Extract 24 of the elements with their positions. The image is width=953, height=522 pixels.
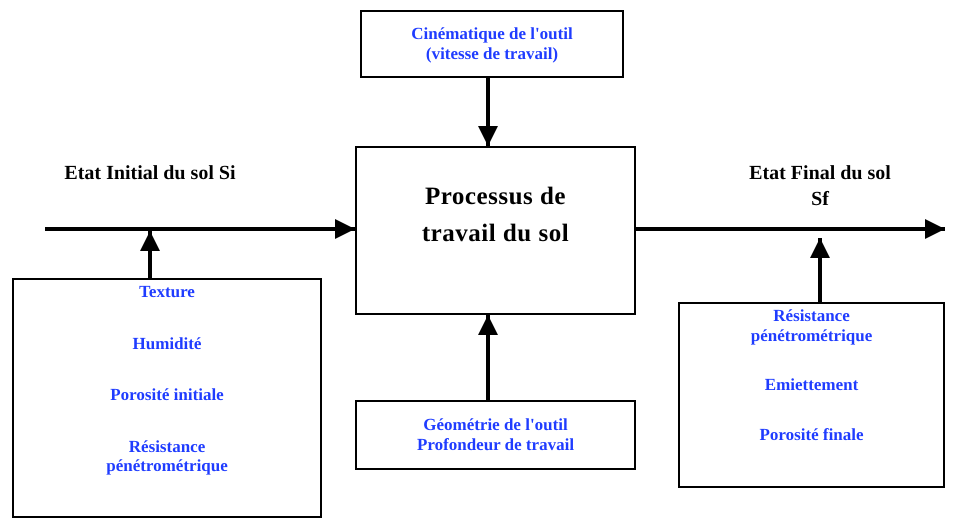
parameter-box <box>360 10 624 78</box>
parameter-text: Humidité <box>132 334 202 354</box>
parameter-text: Emiettement <box>764 375 858 395</box>
parameter-text: Résistance pénétrométrique <box>105 436 229 476</box>
arrow <box>810 238 830 302</box>
parameter-box <box>355 400 636 470</box>
process-box <box>355 146 636 315</box>
process-title: Processus de travail du sol <box>420 182 570 248</box>
parameter-text: Résistance pénétrométrique <box>750 306 874 346</box>
arrow <box>478 315 498 400</box>
parameter-text: Porosité initiale <box>110 385 224 405</box>
parameter-text: Géométrie de l'outil <box>423 415 568 435</box>
parameter-text: Profondeur de travail <box>416 435 574 455</box>
edge-label: Etat Initial du sol Si <box>64 161 236 186</box>
parameter-text: Porosité finale <box>759 424 864 444</box>
parameter-text: Texture <box>139 282 195 302</box>
arrow <box>140 231 160 278</box>
arrow <box>636 219 945 239</box>
parameter-text: Cinématique de l'outil (vitesse de travail) <box>410 24 574 64</box>
arrow <box>478 78 498 146</box>
soil-property-box <box>12 278 322 518</box>
edge-label: Etat Final du sol Sf <box>748 161 892 212</box>
arrow <box>45 219 355 239</box>
soil-property-box <box>678 302 945 488</box>
